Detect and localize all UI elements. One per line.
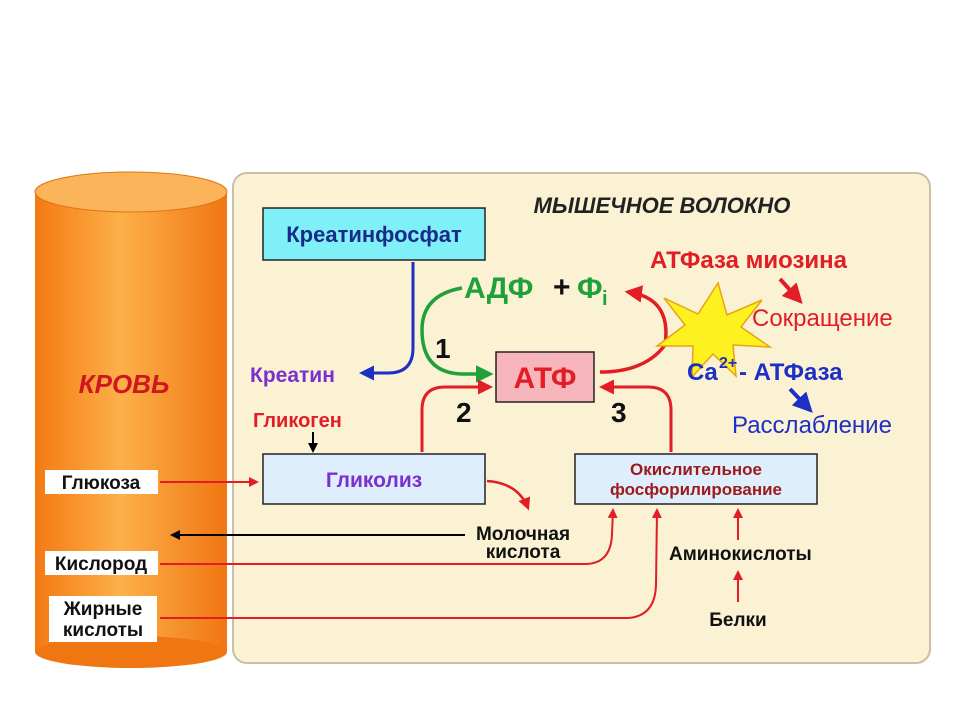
oxphos-label-line2: фосфорилирование [610, 480, 782, 499]
pathway-number-2: 2 [456, 397, 472, 428]
blood-vessel [34, 171, 228, 668]
pathway-number-3: 3 [611, 397, 627, 428]
glucose-label: Глюкоза [62, 473, 141, 494]
fatty-acids-label-line2: кислоты [63, 620, 143, 641]
creatine-phosphate-label: Креатинфосфат [286, 222, 462, 247]
ca-superscript: 2+ [719, 355, 737, 372]
fiber-title: МЫШЕЧНОЕ ВОЛОКНО [534, 193, 791, 218]
glycolysis-box [262, 453, 486, 505]
oxygen-to-oxphos-arrow [160, 508, 618, 565]
fatty-acids-label-line1: Жирные [63, 599, 143, 620]
relaxation-label: Расслабление [732, 412, 892, 439]
oxygen-label: Кислород [55, 554, 147, 575]
atp-box [495, 351, 595, 403]
oxphos-label-line1: Окислительное [630, 460, 762, 479]
glucose-tag [45, 470, 158, 494]
fatty-acids-tag [49, 596, 157, 642]
creatine-arrow [359, 262, 415, 381]
creatine-phosphate-box [262, 207, 486, 261]
proteins-label: Белки [709, 610, 766, 631]
ca-atpase-label: - АТФаза [739, 359, 843, 386]
glycolysis-to-atp-arrow [420, 379, 493, 452]
contraction-label: Сокращение [752, 305, 893, 332]
myosin-atpase-label: АТФаза миозина [650, 247, 848, 274]
lactic-acid-label-line1: Молочная [476, 524, 570, 545]
pathway-number-1: 1 [435, 333, 451, 364]
glycolysis-to-lactic-arrow [486, 479, 531, 511]
energy-burst-icon [654, 281, 773, 380]
phi-subscript: i [602, 288, 608, 310]
creatine-label: Креатин [250, 364, 335, 387]
oxphos-to-atp-arrow [599, 379, 673, 452]
oxygen-tag [45, 551, 158, 575]
oxidative-phosphorylation-box [574, 453, 818, 505]
plus-sign: + [553, 271, 571, 304]
atp-label: АТФ [514, 362, 577, 395]
fatty-acids-to-oxphos-arrow [160, 508, 662, 619]
ca-label: Ca [687, 359, 718, 386]
amino-acids-label: Аминокислоты [669, 544, 812, 565]
phi-label: Ф [577, 272, 603, 305]
lactic-acid-label-line2: кислота [486, 542, 561, 563]
relaxation-arrow [788, 387, 813, 413]
adp-to-atp-arrow [420, 286, 494, 383]
glycolysis-label: Гликолиз [326, 469, 422, 492]
glycogen-label: Гликоген [253, 410, 342, 432]
adp-label: АДФ [464, 272, 533, 305]
muscle-fiber-panel [232, 172, 931, 664]
blood-label: КРОВЬ [79, 369, 170, 399]
contraction-arrow [778, 277, 803, 304]
